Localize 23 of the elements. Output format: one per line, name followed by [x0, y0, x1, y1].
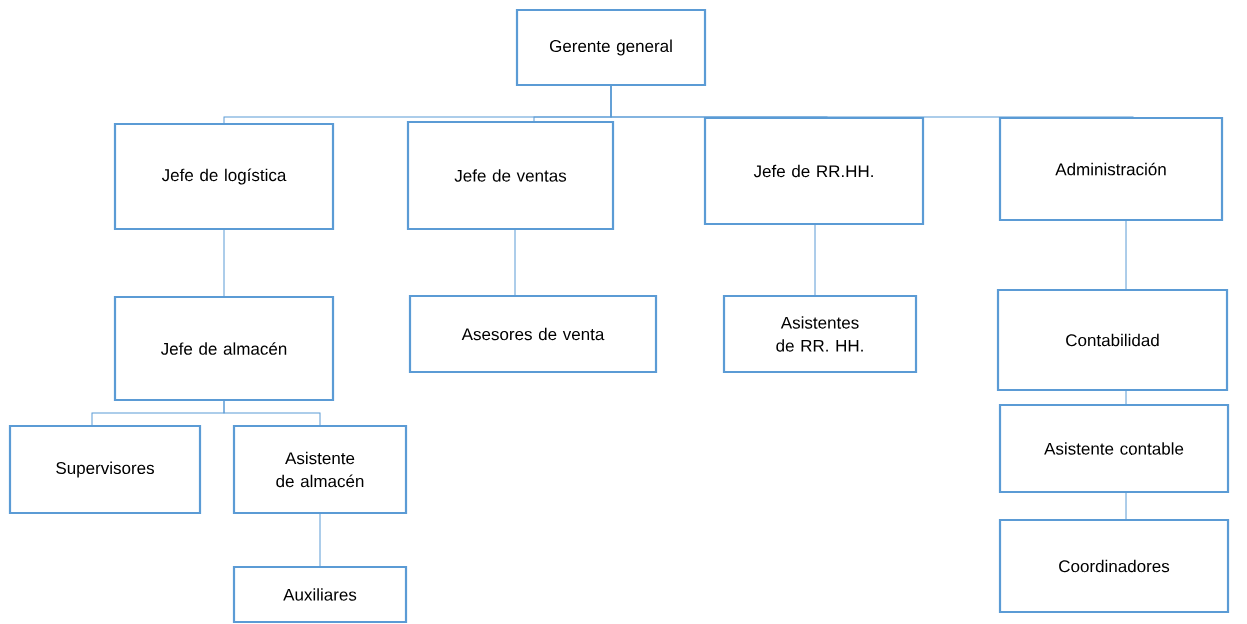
org-box: Coordinadores: [998, 518, 1230, 614]
connector-line: [514, 228, 516, 297]
connector-line: [223, 399, 321, 427]
org-box: Supervisores: [8, 424, 202, 515]
org-box: Jefe de logística: [113, 122, 335, 231]
org-box: Asistente de almacén: [232, 424, 408, 515]
connector-line: [319, 512, 321, 568]
org-box: Asistentes de RR. HH.: [722, 294, 918, 374]
org-box: Jefe de RR.HH.: [703, 116, 925, 226]
org-box: Gerente general: [515, 8, 707, 87]
org-box: Administración: [998, 116, 1224, 222]
org-box: Contabilidad: [996, 288, 1229, 392]
connector-line: [610, 84, 1134, 119]
org-box: Jefe de ventas: [406, 120, 615, 231]
org-box: Asesores de venta: [408, 294, 658, 374]
connector-line: [1125, 389, 1127, 406]
connector-line: [814, 223, 816, 297]
connector-line: [1125, 491, 1127, 521]
org-box: Auxiliares: [232, 565, 408, 624]
org-box: Jefe de almacén: [113, 295, 335, 402]
connector-line: [223, 228, 225, 298]
org-box: Asistente contable: [998, 403, 1230, 494]
connector-line: [1125, 219, 1127, 291]
